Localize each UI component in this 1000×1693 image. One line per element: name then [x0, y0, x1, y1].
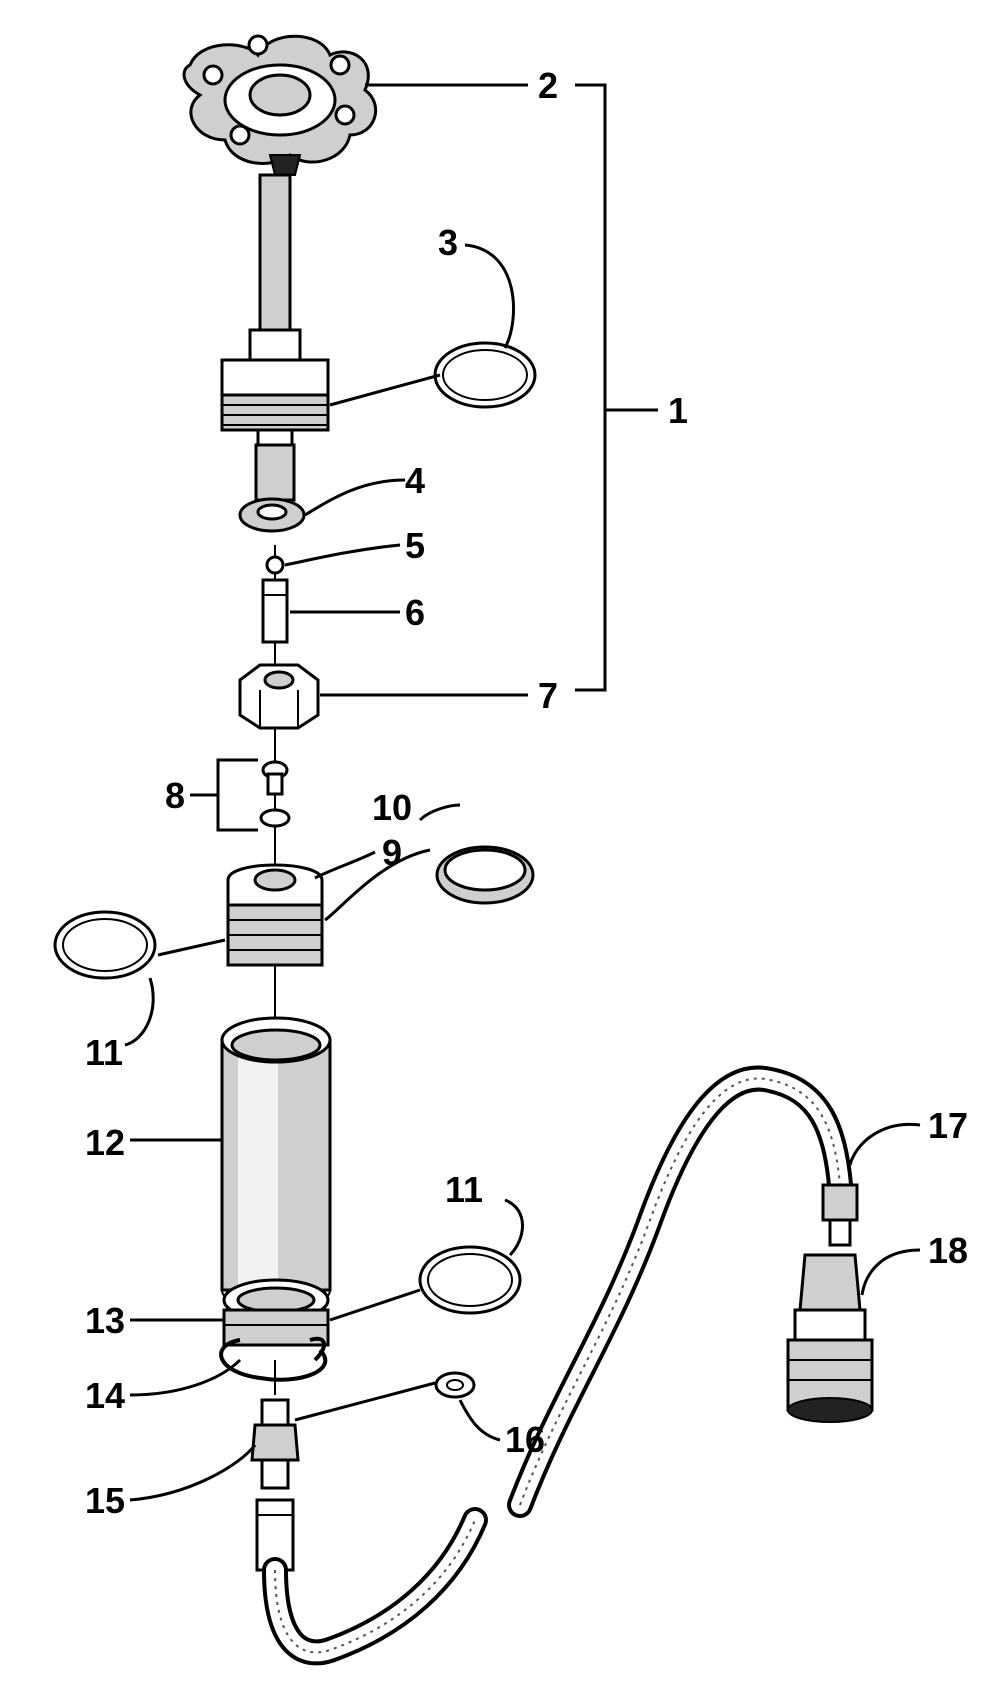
part-o-ring-3 [433, 341, 537, 409]
callout-14: 14 [85, 1375, 125, 1416]
callout-17: 17 [928, 1105, 968, 1146]
callout-15: 15 [85, 1480, 125, 1521]
part-rod [248, 173, 302, 362]
callout-3: 3 [438, 222, 458, 263]
callout-10: 10 [372, 787, 412, 828]
part-hose-assembly [255, 1065, 853, 1666]
part-piston-9 [226, 863, 324, 967]
callout-8: 8 [165, 775, 185, 816]
callout-11-lower: 11 [445, 1169, 483, 1210]
part-star-knob [182, 34, 378, 176]
part-cylinder-12 [220, 1016, 332, 1310]
callout-1: 1 [668, 390, 688, 431]
callout-7: 7 [538, 675, 558, 716]
callout-9: 9 [382, 832, 402, 873]
part-washer-4 [238, 497, 306, 533]
part-fitting-15 [250, 1398, 300, 1490]
callout-12: 12 [85, 1122, 125, 1163]
callout-13: 13 [85, 1300, 125, 1341]
leader-lines [124, 83, 921, 1502]
part-screw-8 [259, 760, 291, 828]
part-hose-fitting-17 [821, 1183, 859, 1247]
part-ball-5 [265, 555, 285, 575]
callout-6: 6 [405, 592, 425, 633]
part-end-cap-13 [222, 1278, 330, 1347]
callout-18: 18 [928, 1230, 968, 1271]
part-washer-16 [434, 1371, 476, 1399]
part-coupler-18 [786, 1253, 874, 1423]
callout-labels: 1 2 3 4 5 6 7 8 9 10 11 12 11 13 14 15 1… [85, 65, 968, 1521]
part-pin-6 [261, 578, 289, 644]
part-o-ring-11-lower [418, 1245, 522, 1315]
part-split-ring-10 [435, 845, 535, 905]
callout-2: 2 [538, 65, 558, 106]
part-snap-ring-14 [219, 1336, 328, 1382]
part-valve-body [220, 358, 330, 502]
callout-5: 5 [405, 525, 425, 566]
callout-4: 4 [405, 460, 425, 501]
part-hex-nut-7 [238, 663, 320, 730]
part-o-ring-11-upper [53, 910, 157, 980]
callout-16: 16 [505, 1419, 545, 1460]
callout-11-upper: 11 [85, 1032, 123, 1073]
